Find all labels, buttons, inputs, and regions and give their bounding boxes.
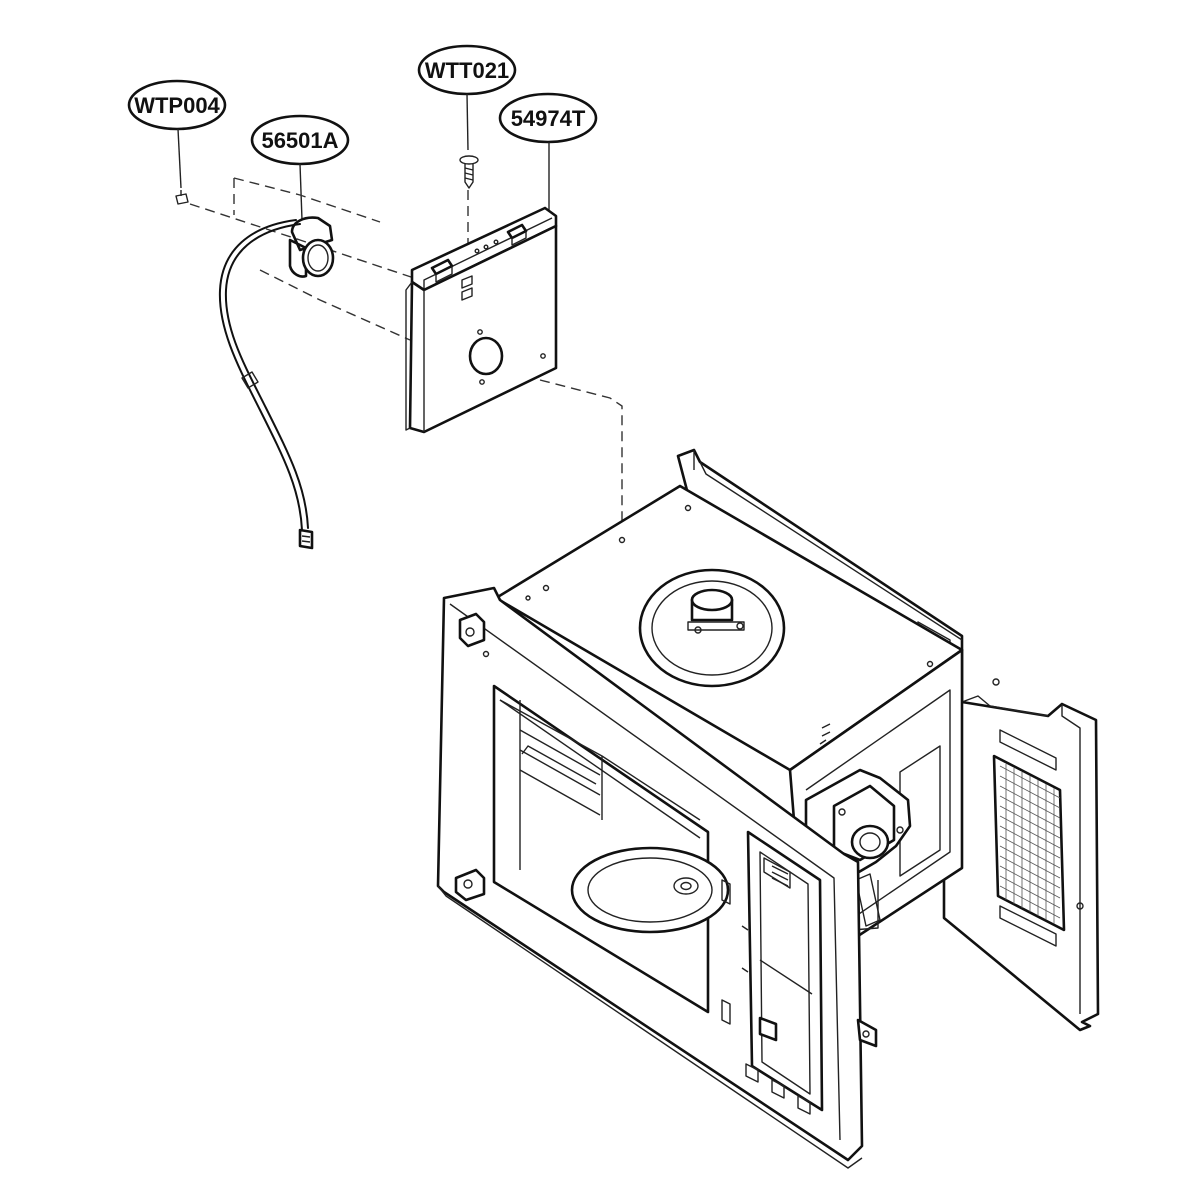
callout-56501a[interactable]: 56501A (250, 114, 350, 221)
callout-wtt021[interactable]: WTT021 (417, 44, 517, 151)
callout-56501a-label: 56501A (261, 128, 338, 153)
callout-wtt021-label: WTT021 (425, 58, 509, 83)
bracket-54974t (405, 206, 558, 434)
thermostat-56501a (218, 216, 335, 550)
oven-cavity-assembly (436, 448, 1100, 1169)
vent-grille-pattern (999, 764, 1061, 924)
callout-wtp004-label: WTP004 (134, 93, 220, 118)
callout-54974t[interactable]: 54974T (498, 92, 598, 212)
callout-wtp004[interactable]: WTP004 (127, 79, 227, 189)
screw-wtt021 (459, 155, 479, 189)
callout-54974t-label: 54974T (511, 106, 586, 131)
screw-wtp004 (175, 190, 189, 205)
